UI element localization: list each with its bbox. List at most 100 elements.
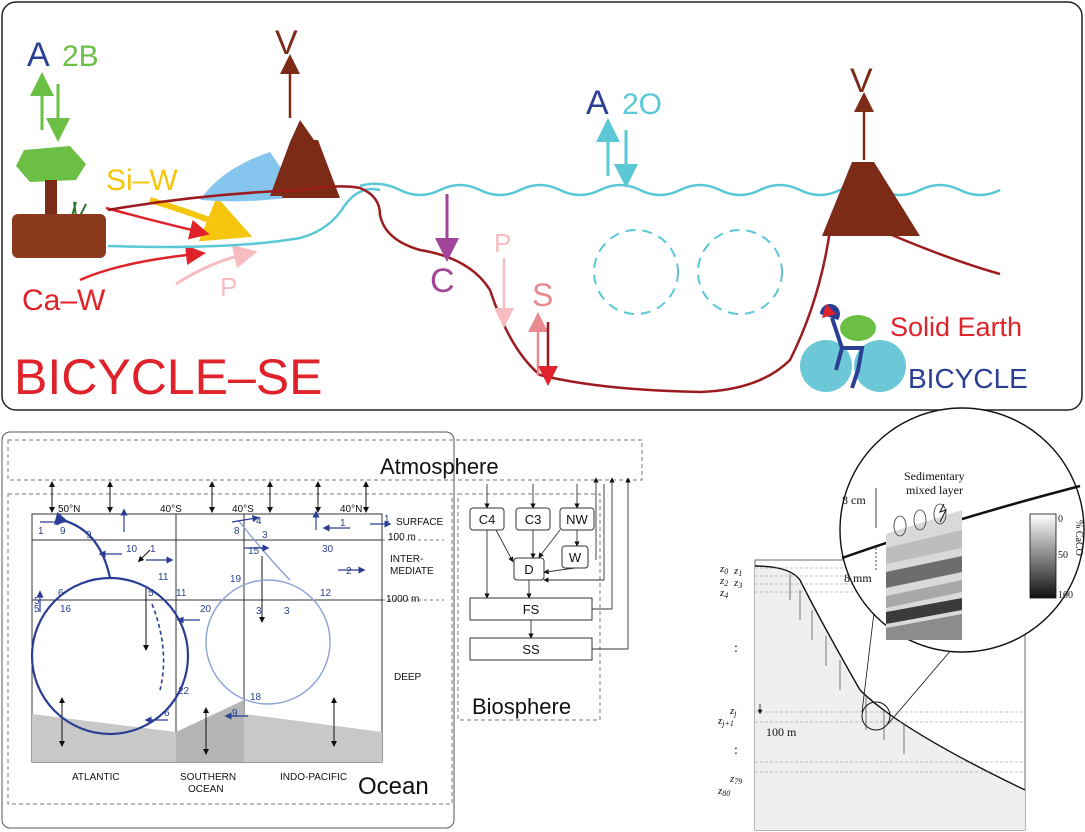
soil-block [12, 214, 106, 258]
box-w: W [569, 550, 582, 565]
label-atmosphere: Atmosphere [380, 454, 499, 479]
basin-southern: SOUTHERN [180, 772, 236, 783]
ocean-box [7, 493, 453, 805]
atmosphere-box [7, 439, 643, 481]
label-p-land: P [220, 272, 237, 302]
label-v-left: V [275, 24, 298, 62]
zj1: zj+1 [717, 715, 734, 728]
flux-num: 11 [158, 572, 169, 583]
arrow-ca-w [79, 245, 206, 282]
biosphere-links [484, 477, 631, 650]
flux-num: 15 [248, 546, 260, 557]
pacific-overturning [205, 579, 331, 705]
flux-num: 9 [86, 530, 92, 541]
mixed-layer-bubbles [893, 503, 947, 537]
sediment-slope [755, 566, 1025, 830]
box-nw: NW [566, 512, 588, 527]
lat-40n: 40°N [340, 504, 362, 515]
flux-num: 1 [340, 518, 346, 529]
biosphere-boxes [469, 507, 595, 661]
flux-num: 1 [38, 526, 44, 537]
caco3-scale [1029, 513, 1057, 599]
box-c3: C3 [525, 512, 542, 527]
scale-label: % CaCO [1073, 520, 1084, 556]
ocean-panel-frame [1, 431, 455, 829]
label-a-ocean: A [586, 84, 609, 122]
z1: z1 [733, 565, 742, 578]
flux-num: 3 [256, 606, 262, 617]
flux-num: 3 [284, 606, 290, 617]
z79: z79 [729, 773, 742, 786]
bicycle-icon [800, 304, 906, 392]
scale-tick-50: 50 [1058, 550, 1068, 561]
scale-tick-100: 100 [1058, 590, 1073, 601]
circulation-loop-2 [697, 229, 783, 315]
sediment-ticks [789, 574, 905, 754]
z0: z0 [719, 563, 728, 576]
box-fs: FS [523, 602, 540, 617]
arrow-p-land [175, 244, 258, 286]
air-sea-arrows [49, 481, 369, 755]
label-2b: 2B [62, 40, 99, 73]
layer-mediate: MEDIATE [390, 566, 434, 577]
label-c: C [430, 262, 455, 300]
ellipsis-2: : [734, 743, 738, 758]
z4: z4 [719, 587, 728, 600]
lat-50n: 50°N [58, 504, 80, 515]
flux-num: 9 [232, 708, 238, 719]
label-8cm: 8 cm [842, 493, 866, 507]
flux-num: 6 [164, 708, 170, 719]
flux-num: 12 [320, 588, 332, 599]
ocean-surface-coastal [107, 187, 381, 249]
layer-inter: INTER- [390, 554, 423, 565]
lat-40s-b: 40°S [232, 504, 254, 515]
layer-100m: 100 m [388, 532, 416, 543]
layer-1000m: 1000 m [386, 594, 419, 605]
box-c4: C4 [479, 512, 496, 527]
circulation-loop-1 [593, 229, 679, 315]
label-mixed-layer: mixed layer [906, 483, 963, 497]
label-8mm: 8 mm [844, 571, 872, 585]
label-bicycle: BICYCLE [908, 363, 1028, 394]
flux-num: 1 [150, 544, 156, 555]
label-a-land: A [27, 36, 50, 74]
flux-num: 5 [148, 588, 154, 599]
zoom-circle [861, 701, 891, 731]
flux-num: 11 [176, 588, 187, 599]
flux-num: 5 [34, 596, 40, 607]
zj: zj [729, 705, 737, 718]
flux-num: 30 [322, 544, 334, 555]
label-s: S [532, 277, 553, 313]
volcano-right [822, 162, 920, 236]
tree-icon [16, 146, 87, 220]
lat-40s-a: 40°S [160, 504, 182, 515]
flux-num: 10 [126, 544, 138, 555]
label-p-ocean: P [494, 228, 511, 258]
basin-atlantic: ATLANTIC [72, 772, 120, 783]
z80: z80 [717, 785, 730, 798]
flux-num: 16 [60, 604, 72, 615]
flux-num: 5 [34, 604, 40, 615]
flux-num: 22 [178, 686, 190, 697]
flux-num: 4 [256, 516, 262, 527]
layer-deep: DEEP [394, 672, 422, 683]
flux-num: 3 [262, 530, 268, 541]
label-sedimentary: Sedimentary [904, 469, 965, 483]
label-2o: 2O [622, 88, 662, 121]
label-solid-earth: Solid Earth [890, 312, 1022, 342]
basin-ocean: OCEAN [188, 784, 224, 795]
top-panel: A 2B Si–W Ca–W P V [1, 1, 1083, 411]
biosphere-box [457, 493, 601, 721]
flux-arrows [36, 508, 392, 724]
flux-num: 18 [250, 692, 262, 703]
arrow-river-red-1 [105, 206, 210, 240]
z2: z2 [719, 575, 728, 588]
label-100m: 100 m [766, 725, 797, 739]
label-biosphere: Biosphere [472, 694, 571, 719]
scale-tick-0: 0 [1058, 514, 1063, 525]
title-bicycle-se: BICYCLE–SE [14, 349, 322, 405]
box-d: D [524, 562, 533, 577]
z-labels: z0 z1 z2 z3 z4 zj zj+1 z79 z80 [717, 563, 742, 798]
ellipsis-1: : [734, 641, 738, 656]
